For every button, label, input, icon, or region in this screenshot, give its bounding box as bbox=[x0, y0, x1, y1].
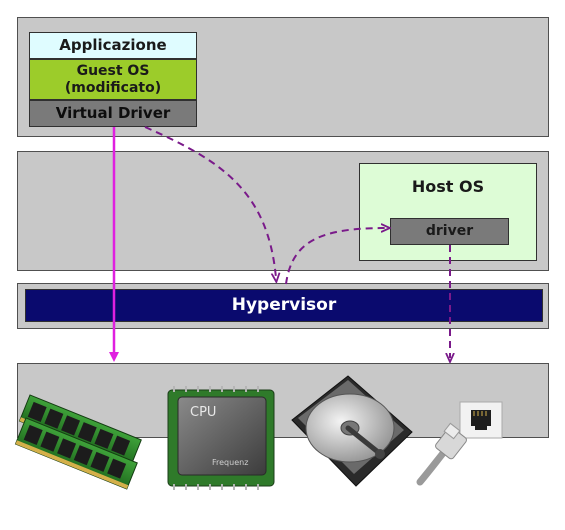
host-os-label: Host OS bbox=[411, 177, 485, 196]
virtual-driver-box: Virtual Driver bbox=[29, 100, 197, 127]
guest-os-sublabel: (modificato) bbox=[64, 79, 162, 96]
hypervisor-label: Hypervisor bbox=[231, 294, 337, 315]
application-label: Applicazione bbox=[59, 35, 167, 54]
cpu-sublabel: Frequenz bbox=[212, 458, 248, 467]
guest-os-label: Guest OS bbox=[76, 63, 150, 80]
driver-box: driver bbox=[390, 218, 509, 245]
driver-label: driver bbox=[425, 223, 474, 240]
application-box: Applicazione bbox=[29, 32, 197, 59]
hypervisor-bar: Hypervisor bbox=[25, 289, 543, 322]
hardware-layer bbox=[17, 363, 549, 438]
virtual-driver-label: Virtual Driver bbox=[55, 103, 171, 122]
host-os-box: Host OS bbox=[359, 163, 537, 261]
guest-os-box: Guest OS (modificato) bbox=[29, 59, 197, 100]
